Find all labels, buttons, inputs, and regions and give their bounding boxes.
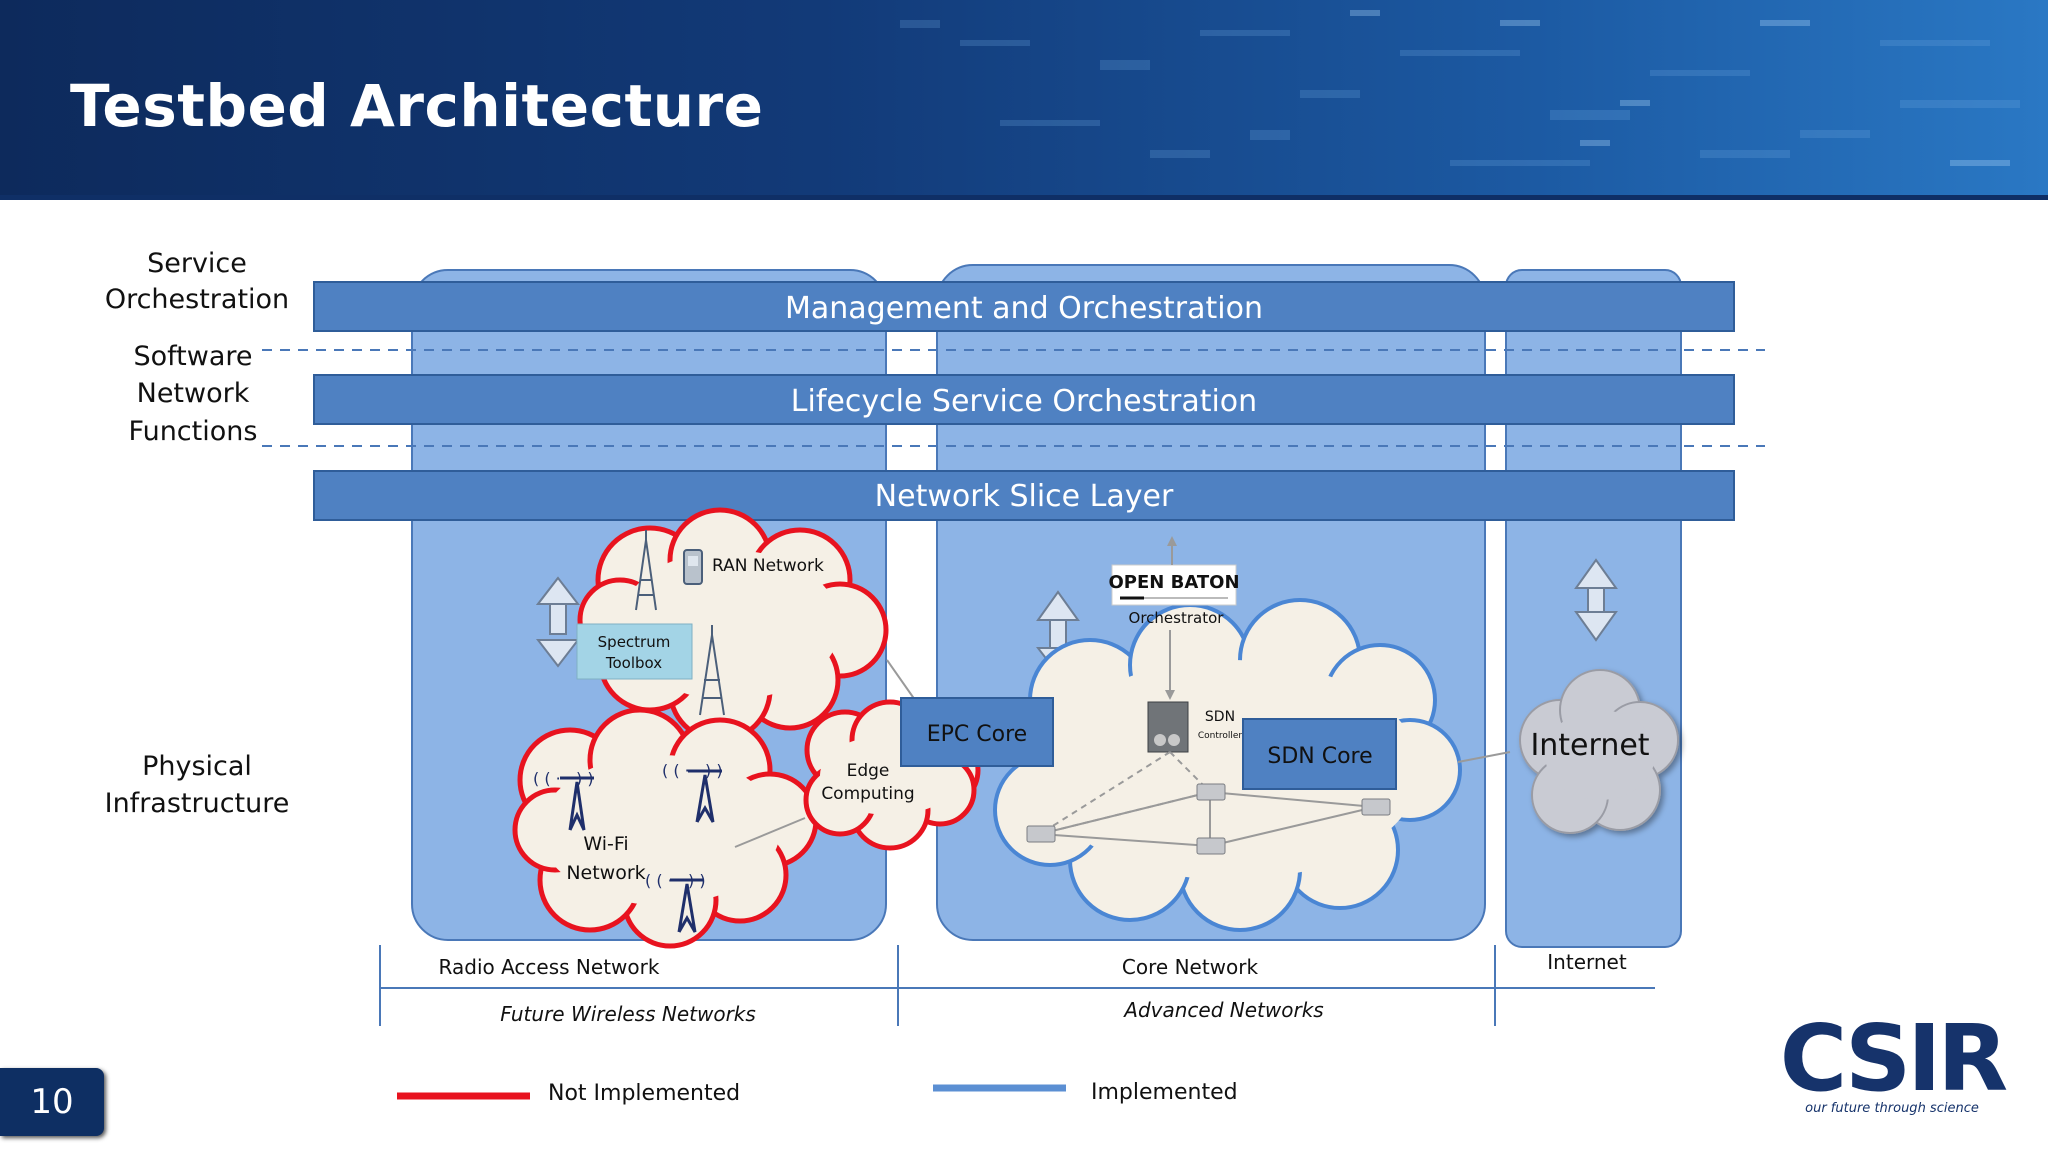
legend-not-implemented-label: Not Implemented [548, 1081, 740, 1106]
sdn-controller-label-2: Controller [1198, 731, 1243, 741]
footer-internet: Internet [1547, 950, 1627, 974]
wifi-antenna-icon-2 [688, 769, 722, 823]
up-arrow-icon [1167, 536, 1177, 546]
spectrum-toolbox-box [576, 623, 693, 680]
csir-logo-text: CSIR [1780, 1005, 2007, 1112]
label-software-network-2: Network [137, 378, 250, 409]
bar-management-orchestration [313, 281, 1735, 332]
ran-network-label: RAN Network [712, 556, 824, 576]
edge-computing-label-1: Edge [847, 761, 890, 781]
spectrum-toolbox-label-2: Toolbox [605, 654, 662, 672]
wifi-network-label-2: Network [566, 862, 645, 884]
wifi-signal-icon-3: ( ( · · ) ) [645, 871, 706, 890]
cell-tower-icon-1 [635, 530, 657, 611]
sdn-switch-icon-1 [1026, 825, 1056, 843]
epc-core-box [900, 697, 1054, 767]
label-software-network-3: Functions [129, 416, 258, 447]
label-service-orchestration-2: Orchestration [105, 284, 289, 315]
bar-network-slice [313, 470, 1735, 521]
edge-computing-label-2: Computing [821, 784, 914, 804]
footer-advanced-networks: Advanced Networks [1122, 998, 1323, 1022]
label-physical-1: Physical [142, 751, 252, 782]
footer-bracket [379, 945, 1655, 1026]
cell-tower-icon-2 [699, 625, 725, 716]
sdn-switch-icon-2 [1196, 783, 1226, 801]
page-title: Testbed Architecture [70, 72, 764, 140]
wifi-antenna-icon-3 [670, 878, 704, 933]
sdn-core-box [1242, 718, 1397, 790]
csir-logo: CSIR our future through science [1780, 1005, 2011, 1116]
double-arrow-ran [535, 576, 581, 668]
sdn-switch-icon-3 [1196, 837, 1226, 855]
open-baton-logo: OPEN BATON [1108, 572, 1239, 593]
slide-header [0, 0, 2048, 200]
sdn-controller-icon [1147, 701, 1189, 753]
slide-number: 10 [0, 1068, 104, 1136]
spectrum-toolbox-label-1: Spectrum [598, 633, 671, 651]
label-service-orchestration-1: Service [147, 248, 247, 279]
sdn-core-label: SDN Core [1267, 744, 1372, 769]
label-physical-2: Infrastructure [105, 788, 290, 819]
wifi-network-label-1: Wi-Fi [583, 833, 628, 855]
footer-core-network: Core Network [1122, 955, 1259, 979]
double-arrow-internet [1574, 558, 1618, 642]
label-software-network-1: Software [133, 341, 252, 372]
sdn-switch-links [1039, 751, 1376, 847]
sdn-controller-label-1: SDN [1205, 709, 1235, 725]
epc-core-label: EPC Core [927, 722, 1027, 747]
sdn-switch-icon-4 [1361, 798, 1391, 816]
bar-lifecycle-service [313, 374, 1735, 425]
header-pattern [900, 10, 2020, 166]
csir-logo-tagline: our future through science [1805, 1101, 1979, 1116]
connector-lines [734, 659, 1511, 848]
legend-implemented-label: Implemented [1091, 1080, 1238, 1105]
wifi-signal-icon-1: ( ( · · ) ) [533, 769, 594, 788]
footer-future-wireless: Future Wireless Networks [500, 1002, 756, 1026]
bar-network-slice-label: Network Slice Layer [875, 479, 1174, 514]
bar-lifecycle-service-label: Lifecycle Service Orchestration [791, 384, 1257, 419]
wifi-signal-icon-2: ( ( · · ) ) [662, 761, 723, 780]
down-arrow-icon [1165, 690, 1175, 700]
footer-radio-access: Radio Access Network [439, 955, 660, 979]
mobile-phone-icon [683, 549, 703, 585]
internet-cloud-label: Internet [1530, 728, 1649, 763]
orchestrator-label: Orchestrator [1129, 609, 1225, 627]
wifi-antenna-icon-1 [560, 776, 594, 831]
bar-management-orchestration-label: Management and Orchestration [785, 291, 1263, 326]
header-rule [0, 195, 2048, 200]
